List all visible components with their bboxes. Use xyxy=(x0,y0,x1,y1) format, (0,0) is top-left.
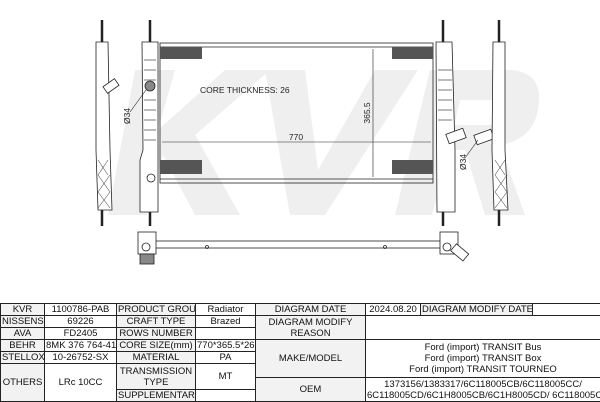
diagram-modify-date-label: DIAGRAM MODIFY DATE xyxy=(420,303,533,316)
right-pipe-dimension: Ø34 xyxy=(458,154,468,170)
right-side-view xyxy=(491,41,509,211)
bottom-view xyxy=(149,240,451,249)
ava-value: FD2405 xyxy=(44,327,117,340)
supplementary-label: SUPPLEMENTARY xyxy=(116,389,196,402)
oem-values: 1373156/1383317/6C118005CB/6C118005CC/ 6… xyxy=(365,377,600,402)
radiator-drawing: CORE THICKNESS: 26 770 365.5 Ø34 Ø34 xyxy=(95,20,540,265)
core-size-value: 770*365.5*26 xyxy=(195,339,256,352)
nissens-value: 69226 xyxy=(44,315,117,328)
height-dimension: 365.5 xyxy=(362,102,372,124)
stellox-label: STELLOX xyxy=(0,351,45,364)
oem-label: OEM xyxy=(255,377,366,402)
kvr-label: KVR xyxy=(0,303,45,316)
spec-table: KVR 1100786-PAB PRODUCT GROUP Radiator D… xyxy=(0,303,600,402)
modify-reason-value xyxy=(365,315,600,340)
core-size-label: CORE SIZE(mm) xyxy=(116,339,196,352)
behr-label: BEHR xyxy=(0,339,45,352)
others-value: LRc 10CC xyxy=(44,363,117,402)
oem-line: 6C118005CD/6C1H8005CB/6C1H8005CD/ 6C1180… xyxy=(367,389,600,401)
core-thickness-label: CORE THICKNESS: 26 xyxy=(200,85,290,95)
stellox-value: 10-26752-SX xyxy=(44,351,117,364)
kvr-value: 1100786-PAB xyxy=(44,303,117,316)
others-label: OTHERS xyxy=(0,363,45,402)
product-group-label: PRODUCT GROUP xyxy=(116,303,196,316)
fin-pattern xyxy=(160,47,433,174)
craft-type-value: Brazed xyxy=(195,315,256,328)
diagram-date-value: 2024.08.20 xyxy=(365,303,421,316)
left-side-view xyxy=(95,41,113,211)
oem-line: 1373156/1383317/6C118005CB/6C118005CC/ xyxy=(384,378,582,390)
width-dimension: 770 xyxy=(289,132,303,142)
left-tank xyxy=(139,41,159,213)
modify-reason-label: DIAGRAM MODIFY REASON xyxy=(255,315,366,340)
rows-number-value xyxy=(195,327,256,340)
supplementary-value xyxy=(195,389,256,402)
make-model-label: MAKE/MODEL xyxy=(255,339,366,378)
make-model-item: Ford (import) TRANSIT Box xyxy=(424,353,542,364)
kvr-watermark xyxy=(108,70,540,215)
material-label: MATERIAL xyxy=(116,351,196,364)
ava-label: AVA xyxy=(0,327,45,340)
diagram-date-label: DIAGRAM DATE xyxy=(255,303,366,316)
left-pipe-dimension: Ø34 xyxy=(122,108,132,124)
nissens-label: NISSENS xyxy=(0,315,45,328)
make-model-item: Ford (import) TRANSIT TOURNEO xyxy=(409,364,557,375)
craft-type-label: CRAFT TYPE xyxy=(116,315,196,328)
diagram-modify-date-value xyxy=(532,303,600,316)
right-tank xyxy=(435,41,456,213)
radiator-core xyxy=(159,42,434,184)
rows-number-label: ROWS NUMBER xyxy=(116,327,196,340)
watermark-letter-r xyxy=(395,70,540,215)
transmission-value: MT xyxy=(195,363,256,390)
product-group-value: Radiator xyxy=(195,303,256,316)
material-value: PA xyxy=(195,351,256,364)
make-model-values: Ford (import) TRANSIT Bus Ford (import) … xyxy=(365,339,600,378)
make-model-item: Ford (import) TRANSIT Bus xyxy=(424,342,542,353)
transmission-label: TRANSMISSION TYPE xyxy=(116,363,196,390)
behr-value: 8MK 376 764-411 xyxy=(44,339,117,352)
